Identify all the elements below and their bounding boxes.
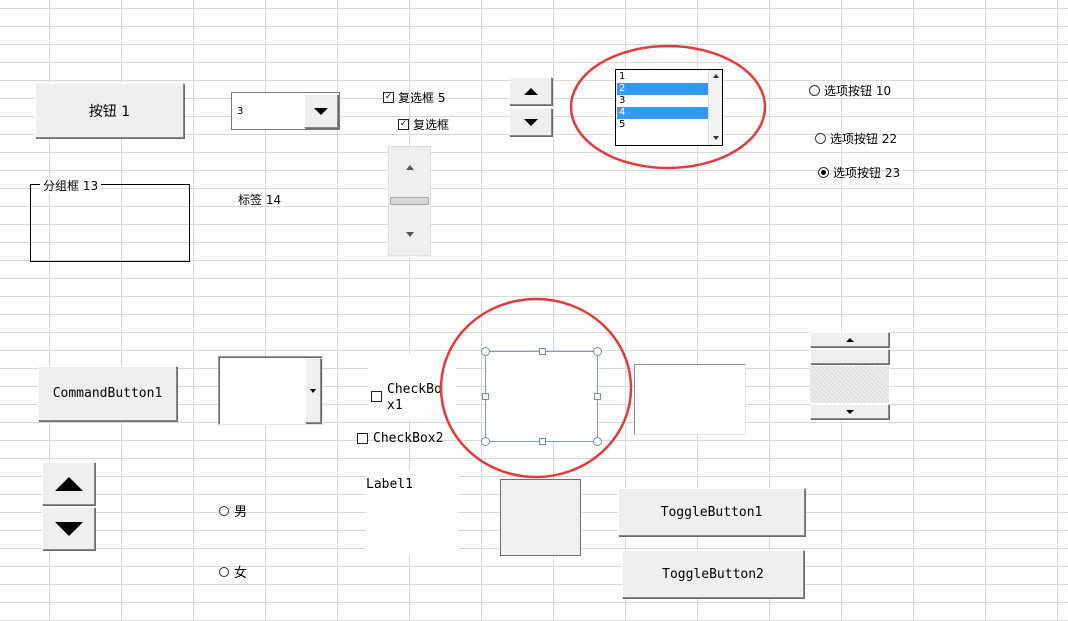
option-female-label: 女 xyxy=(234,566,248,581)
checkbox-2-label: CheckBox2 xyxy=(373,431,444,446)
resize-handle-n[interactable] xyxy=(539,348,546,355)
checkbox-check-icon: ✓ xyxy=(398,119,409,130)
scroll-up-arrow-icon[interactable] xyxy=(406,165,414,170)
checkbox-5[interactable]: ✓ 复选框 5 xyxy=(383,89,445,106)
scrollbar-up-button[interactable] xyxy=(810,332,889,347)
activex-scrollbar[interactable] xyxy=(810,332,890,421)
toggle-button-2-label: ToggleButton2 xyxy=(662,566,764,582)
scroll-up-arrow-icon[interactable] xyxy=(713,74,719,78)
combo-box[interactable]: 3 xyxy=(231,92,340,130)
command-button-1[interactable]: CommandButton1 xyxy=(38,366,177,421)
resize-handle-nw[interactable] xyxy=(481,347,490,356)
option-button-22[interactable]: 选项按钮 22 xyxy=(815,130,897,147)
list-box[interactable]: 1 2 3 4 5 xyxy=(615,69,723,146)
spinner[interactable] xyxy=(509,77,553,137)
list-item-selected[interactable]: 4 xyxy=(617,107,709,119)
form-button-1-label: 按钮 1 xyxy=(88,103,131,120)
activex-image[interactable] xyxy=(500,479,581,556)
checkbox-5-label: 复选框 5 xyxy=(398,91,446,105)
activex-textbox[interactable] xyxy=(634,364,746,435)
option-button-10-label: 选项按钮 10 xyxy=(824,84,892,98)
arrow-down-icon xyxy=(845,409,854,414)
label-1-text: Label1 xyxy=(366,477,413,492)
list-item-selected[interactable]: 2 xyxy=(617,83,709,95)
activex-combo-dropdown-button[interactable] xyxy=(305,358,321,423)
checkbox[interactable]: ✓ 复选框 xyxy=(398,116,449,133)
scrollbar-thumb[interactable] xyxy=(810,349,889,364)
radio-icon xyxy=(815,133,826,144)
checkbox-label: 复选框 xyxy=(413,118,450,132)
list-item[interactable]: 5 xyxy=(619,119,626,130)
radio-icon xyxy=(809,85,820,96)
option-button-10[interactable]: 选项按钮 10 xyxy=(809,82,891,99)
checkbox-2-box-icon xyxy=(357,433,368,444)
activex-spin-button[interactable] xyxy=(42,462,96,552)
checkbox-1-label-line2: x1 xyxy=(387,398,403,413)
scrollbar-thumb[interactable] xyxy=(390,197,429,205)
label-14: 标签 14 xyxy=(238,193,282,207)
resize-handle-se[interactable] xyxy=(593,437,602,446)
command-button-1-label: CommandButton1 xyxy=(52,386,163,401)
toggle-button-1[interactable]: ToggleButton1 xyxy=(618,488,805,536)
spin-up-button[interactable] xyxy=(42,462,95,505)
arrow-up-icon xyxy=(845,337,854,342)
list-box-scrollbar[interactable] xyxy=(708,70,722,145)
arrow-up-icon xyxy=(54,476,83,491)
scroll-down-arrow-icon[interactable] xyxy=(406,232,414,237)
toggle-button-2[interactable]: ToggleButton2 xyxy=(622,550,804,598)
combo-dropdown-button[interactable] xyxy=(304,94,338,128)
combo-box-value: 3 xyxy=(237,106,244,117)
resize-handle-ne[interactable] xyxy=(593,347,602,356)
resize-handle-sw[interactable] xyxy=(481,437,490,446)
form-button-1[interactable]: 按钮 1 xyxy=(35,83,184,138)
option-button-23[interactable]: 选项按钮 23 xyxy=(818,164,900,181)
option-female[interactable]: 女 xyxy=(219,562,247,581)
spinner-down-button[interactable] xyxy=(509,108,552,136)
resize-handle-e[interactable] xyxy=(594,393,601,400)
radio-icon xyxy=(219,505,229,516)
chevron-down-icon xyxy=(310,388,316,393)
vertical-scrollbar[interactable] xyxy=(388,146,431,256)
checkbox-5-check-icon: ✓ xyxy=(383,92,394,103)
activex-checkbox-1[interactable]: CheckBo x1 xyxy=(368,354,456,420)
scrollbar-track[interactable] xyxy=(810,366,889,403)
checkbox-1-label-line1: CheckBo xyxy=(387,382,442,397)
scroll-down-arrow-icon[interactable] xyxy=(713,136,719,140)
arrow-down-icon xyxy=(54,521,83,536)
radio-icon xyxy=(219,566,229,577)
chevron-down-icon xyxy=(314,107,328,115)
group-box-label: 分组框 13 xyxy=(40,177,102,194)
arrow-up-icon xyxy=(523,87,538,95)
resize-handle-w[interactable] xyxy=(482,393,489,400)
list-item[interactable]: 1 xyxy=(619,71,626,82)
option-button-22-label: 选项按钮 22 xyxy=(830,132,898,146)
selected-textbox[interactable] xyxy=(481,347,602,446)
option-male[interactable]: 男 xyxy=(219,501,247,520)
option-button-23-label: 选项按钮 23 xyxy=(833,166,901,180)
option-male-label: 男 xyxy=(234,505,248,520)
activex-label-1: Label1 xyxy=(366,470,458,556)
arrow-down-icon xyxy=(523,118,538,126)
spinner-up-button[interactable] xyxy=(509,77,552,105)
resize-handle-s[interactable] xyxy=(539,438,546,445)
spin-down-button[interactable] xyxy=(42,507,95,550)
activex-combo-box[interactable] xyxy=(218,356,323,425)
toggle-button-1-label: ToggleButton1 xyxy=(660,504,763,520)
group-box: 分组框 13 xyxy=(30,177,190,262)
checkbox-1-box-icon xyxy=(371,391,382,402)
list-item[interactable]: 3 xyxy=(619,95,626,106)
scrollbar-down-button[interactable] xyxy=(810,404,889,419)
activex-checkbox-2[interactable]: CheckBox2 xyxy=(357,431,443,446)
radio-selected-icon xyxy=(818,167,829,178)
